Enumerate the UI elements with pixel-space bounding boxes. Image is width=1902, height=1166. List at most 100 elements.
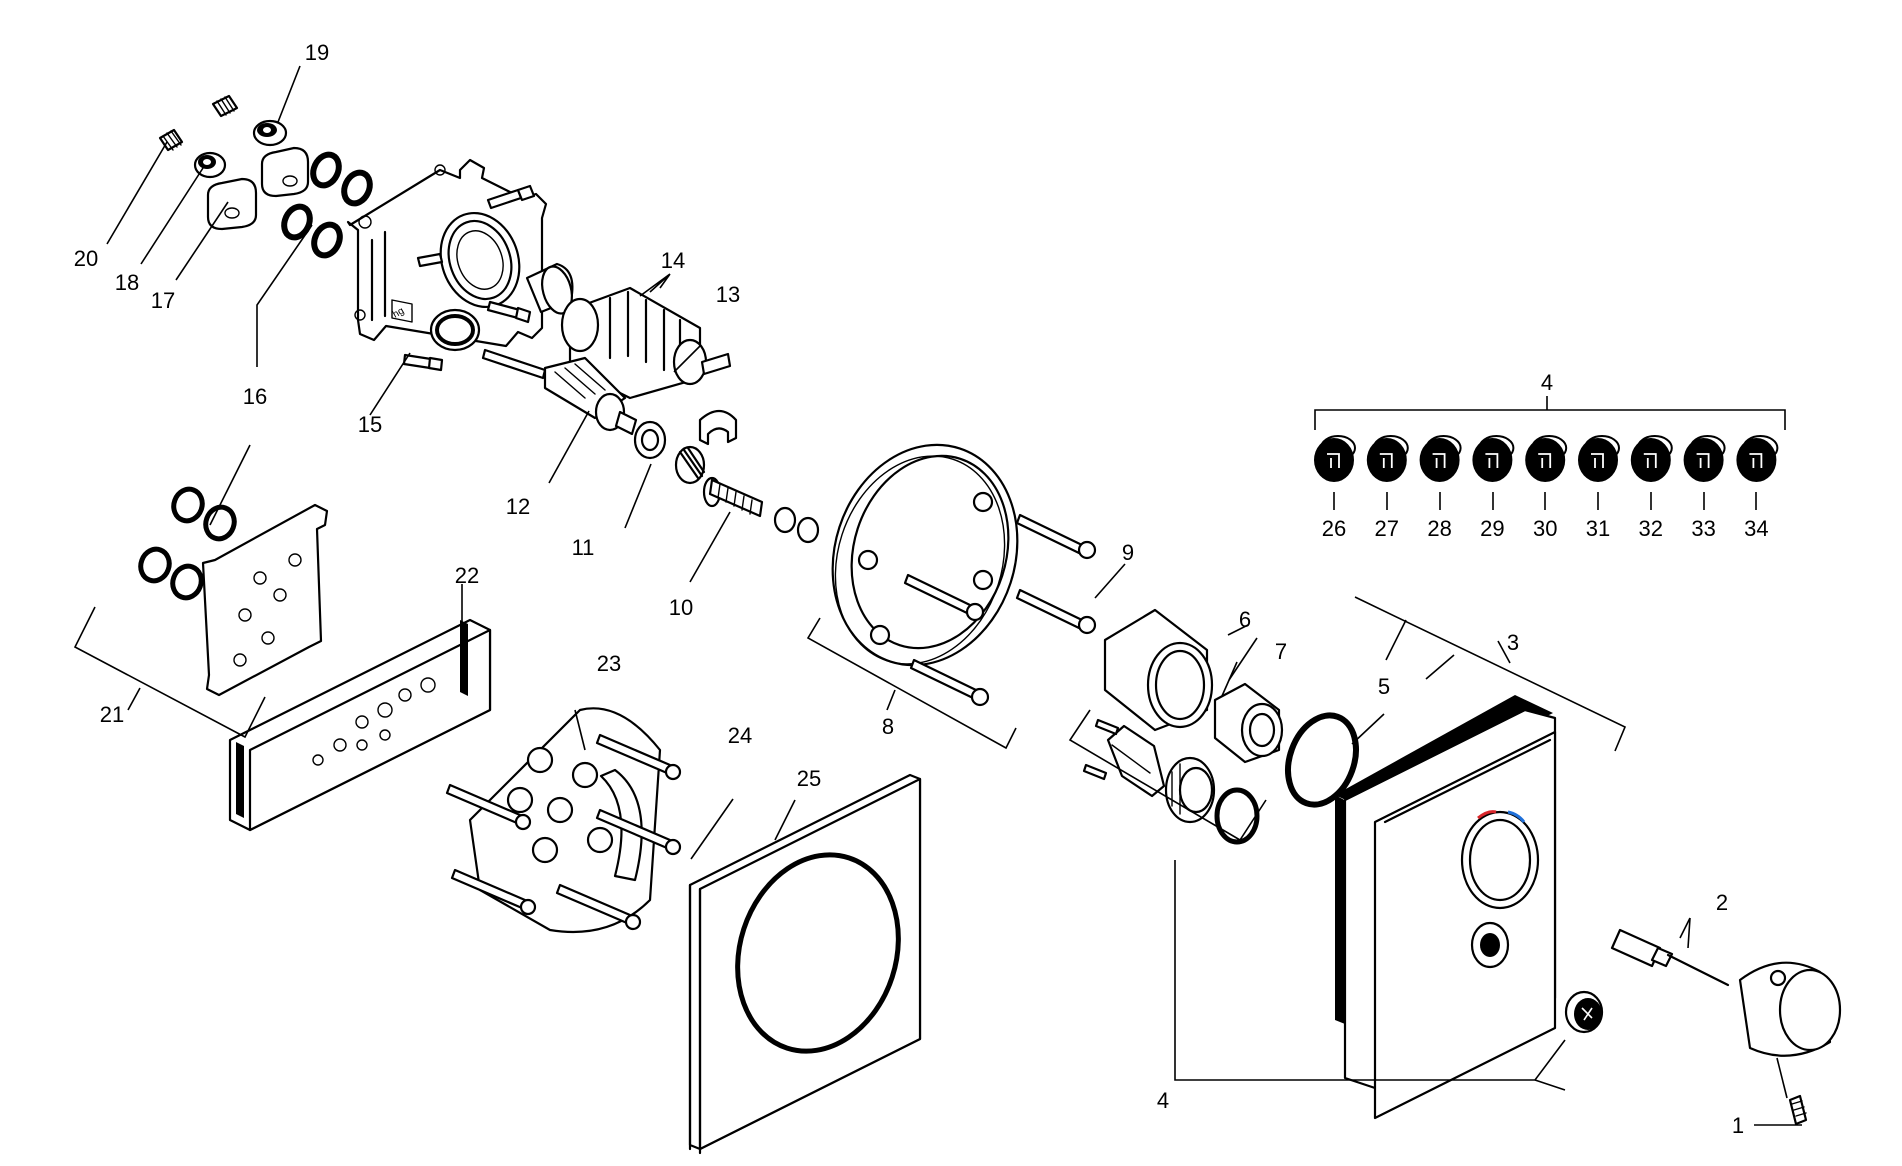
callout-8: 8 (882, 714, 894, 739)
diverter-cartridge-13 (560, 286, 732, 400)
thermostat-cartridge-12 (481, 348, 638, 436)
callout-3: 3 (1507, 630, 1519, 655)
callout-4-bottom: 4 (1157, 1088, 1169, 1113)
check-valve-17 (206, 177, 258, 231)
long-screw-9b (1015, 588, 1097, 635)
callout-17: 17 (151, 288, 175, 313)
push-button (1564, 990, 1604, 1034)
svg-text:hg: hg (391, 306, 406, 321)
callout-27: 27 (1375, 516, 1399, 541)
cover-plate-3 (1335, 695, 1557, 1120)
body-shower-icon (1538, 453, 1552, 468)
button-variants: 26 27 28 29 30 31 32 33 34 (1314, 435, 1779, 541)
massage-jet-icon (1696, 453, 1710, 468)
callout-22: 22 (455, 563, 479, 588)
adapter-sleeve-14 (525, 262, 574, 315)
spindle-10 (702, 476, 820, 544)
mounting-screw-15d (416, 252, 444, 268)
square-plate-25 (688, 773, 922, 1155)
spout-icon (1749, 453, 1763, 468)
callout-24: 24 (728, 723, 752, 748)
callout-30: 30 (1533, 516, 1557, 541)
o-ring (1214, 787, 1260, 845)
handle-knob-1 (1738, 961, 1842, 1057)
spring-10 (674, 445, 706, 485)
handheld-icon (1591, 453, 1604, 468)
long-bolt-24 (595, 733, 682, 781)
callout-labels: 19 20 18 17 16 15 14 13 12 11 10 9 8 6 7… (74, 40, 1744, 1138)
long-bolt-24d (450, 868, 537, 916)
callout-4-top: 4 (1541, 370, 1553, 395)
callout-18: 18 (115, 270, 139, 295)
overhead-shower-icon (1379, 453, 1393, 468)
button-variant-33: 33 (1683, 435, 1726, 541)
callout-2: 2 (1716, 890, 1728, 915)
mounting-screw-15c (402, 353, 444, 372)
long-screw-9c (903, 573, 985, 622)
callout-26: 26 (1322, 516, 1346, 541)
callout-21: 21 (100, 702, 124, 727)
o-ring-5 (1285, 712, 1359, 808)
o-ring-set-16 (138, 486, 237, 601)
callout-12: 12 (506, 494, 530, 519)
button-variant-30: 30 (1525, 435, 1568, 541)
threaded-nipple-19 (252, 119, 288, 147)
adapter-nut (1164, 756, 1216, 824)
long-screw-9 (1015, 513, 1097, 560)
o-ring (281, 203, 313, 241)
mounting-screw-15b (486, 300, 532, 324)
check-valve-17b (260, 146, 310, 198)
callout-25: 25 (797, 766, 821, 791)
long-screw-9d (909, 658, 990, 707)
button-variant-34: 34 (1736, 435, 1779, 541)
extension-sleeve-7 (1213, 682, 1284, 764)
callout-5: 5 (1378, 674, 1390, 699)
button-variant-29: 29 (1472, 435, 1515, 541)
mounting-set-23 (468, 707, 662, 934)
callout-10: 10 (669, 595, 693, 620)
callout-9: 9 (1122, 540, 1134, 565)
o-ring (341, 169, 373, 207)
callout-6: 6 (1239, 607, 1251, 632)
button-variant-28: 28 (1419, 435, 1462, 541)
callout-33: 33 (1691, 516, 1715, 541)
long-bolt-24e (555, 883, 642, 931)
callout-28: 28 (1427, 516, 1451, 541)
small-screw-b (1082, 763, 1108, 781)
callout-34: 34 (1744, 516, 1768, 541)
mounting-plate-21 (201, 503, 329, 697)
callout-7: 7 (1275, 639, 1287, 664)
button-variant-27: 27 (1366, 435, 1409, 541)
valve-body: hg (346, 158, 548, 352)
long-bolt-24b (595, 808, 682, 856)
rain-shower-icon (1432, 453, 1446, 468)
grub-screw-1 (1788, 1094, 1808, 1126)
callout-29: 29 (1480, 516, 1504, 541)
small-screw (1094, 718, 1120, 736)
mounting-bracket (1106, 724, 1166, 798)
callout-16: 16 (243, 384, 267, 409)
callout-32: 32 (1639, 516, 1663, 541)
nut-11 (633, 420, 667, 460)
callout-23: 23 (597, 651, 621, 676)
long-bolt-24c (445, 783, 532, 831)
callout-15: 15 (358, 412, 382, 437)
callout-13: 13 (716, 282, 740, 307)
mounting-rail-22 (228, 618, 492, 832)
callout-20: 20 (74, 246, 98, 271)
bathtub-icon (1643, 453, 1657, 468)
extension-sleeve-6 (1103, 608, 1214, 732)
callout-31: 31 (1586, 516, 1610, 541)
threaded-nipple-18 (193, 151, 227, 179)
leader-lines (73, 65, 1802, 1126)
handle-spindle-2 (1610, 928, 1730, 987)
button-variant-26: 26 (1314, 435, 1356, 541)
callout-1: 1 (1732, 1113, 1744, 1138)
o-ring (310, 151, 342, 189)
side-jet-icon (1485, 453, 1499, 468)
o-ring (311, 221, 343, 259)
callout-11: 11 (572, 535, 595, 560)
inlet-plug-20b (211, 94, 239, 118)
callout-19: 19 (305, 40, 329, 65)
